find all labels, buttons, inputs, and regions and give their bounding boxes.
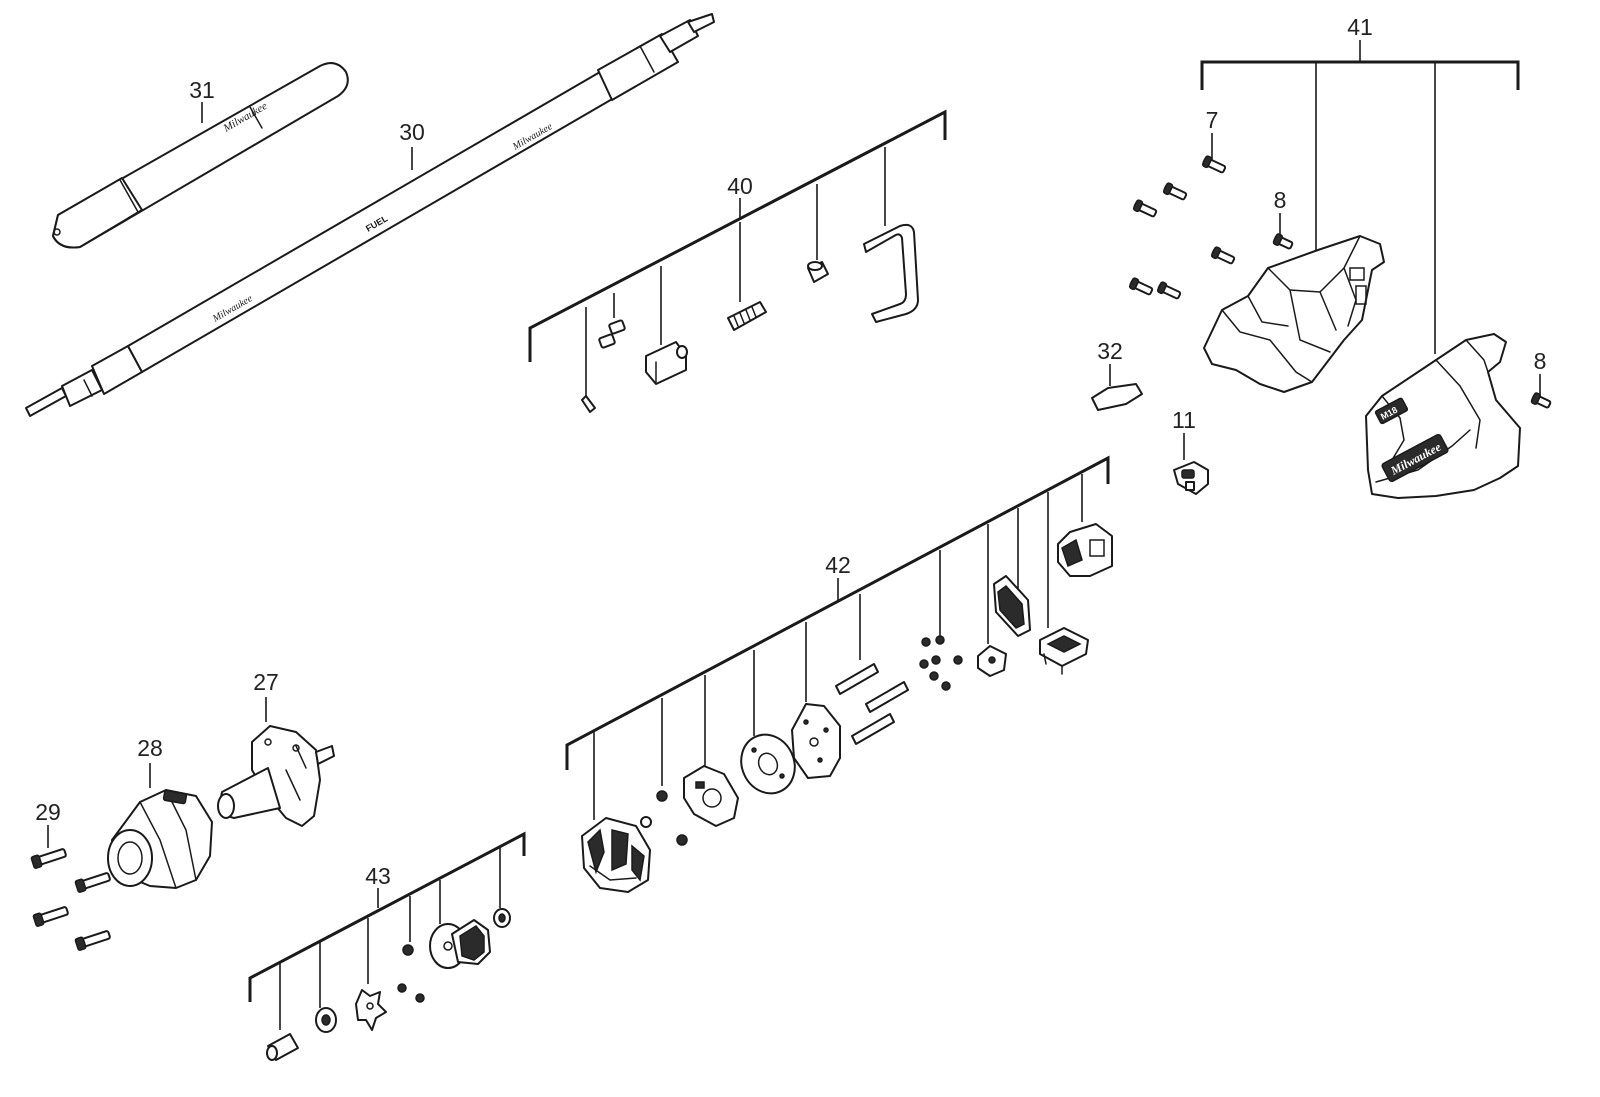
callout-31: 31 — [189, 77, 215, 103]
part-43-magnet-plate — [355, 989, 387, 1031]
part-27-gear-housing — [217, 725, 335, 827]
callout-32: 32 — [1097, 338, 1123, 364]
part-40-pin — [581, 395, 596, 413]
part-42-long-bolts — [835, 663, 909, 745]
part-43-spacer-tube — [266, 1033, 299, 1061]
part-40-latch-block — [645, 341, 688, 385]
group-41-bracket — [1200, 40, 1520, 354]
part-42-switch-block — [1039, 627, 1089, 675]
part-40-spring — [727, 301, 767, 331]
part-43-small-screws — [397, 944, 425, 1003]
callout-40: 40 — [727, 173, 753, 199]
callout-29: 29 — [35, 799, 61, 825]
part-42-control-board — [993, 575, 1031, 637]
callout-7: 7 — [1206, 107, 1219, 133]
callout-42: 42 — [825, 552, 851, 578]
part-43-rotor — [429, 919, 491, 969]
part-43-bearing — [315, 1007, 337, 1033]
part-42-led-board — [977, 645, 1007, 677]
callout-8a: 8 — [1274, 187, 1287, 213]
part-40-bushing — [807, 261, 829, 283]
part-42-stator — [581, 817, 651, 893]
callout-8b: 8 — [1534, 348, 1547, 374]
part-30-long-shaft: Milwaukee Milwaukee FUEL — [25, 13, 715, 417]
callout-28: 28 — [137, 735, 163, 761]
callout-27: 27 — [253, 669, 279, 695]
group-43-bracket — [248, 831, 526, 1030]
callout-30: 30 — [399, 119, 425, 145]
part-11-switch — [1173, 461, 1209, 495]
part-29-screws — [30, 848, 111, 951]
part-40-screws — [598, 319, 626, 349]
part-42-small-screws — [919, 635, 963, 691]
part-41-screws — [1128, 155, 1552, 409]
part-28-nose-cover — [107, 789, 213, 889]
part-42-trigger-switch — [1057, 523, 1113, 577]
part-42-brush-holder — [683, 765, 739, 827]
callout-41: 41 — [1347, 14, 1373, 40]
part-42-small-nuts — [640, 790, 688, 846]
part-42-circuit-plate — [791, 703, 841, 779]
part-40-bent-rod — [863, 223, 919, 323]
part-41-housing-half-right: Milwaukee M18 — [1365, 333, 1521, 499]
part-32-label-plate — [1091, 383, 1143, 411]
part-43-end-bearing — [493, 908, 511, 928]
part-42-insulator-disk — [740, 733, 796, 795]
callout-43: 43 — [365, 863, 391, 889]
callout-11: 11 — [1172, 407, 1196, 433]
part-41-housing-half-left — [1203, 235, 1385, 393]
group-42-bracket — [565, 455, 1110, 820]
group-40-bracket — [528, 109, 947, 396]
